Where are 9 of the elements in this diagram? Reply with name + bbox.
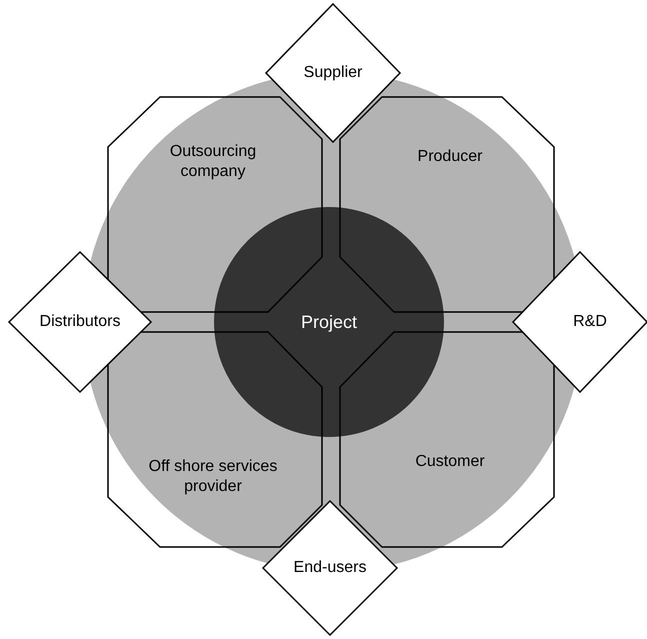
node-label: Project	[300, 312, 358, 332]
node-label: Outsourcing company	[168, 142, 258, 182]
node-label: Off shore services provider	[148, 457, 278, 497]
node-label: R&D	[573, 312, 607, 332]
node-label: Supplier	[304, 63, 362, 83]
node-label: Distributors	[40, 312, 120, 332]
node-label: Customer	[415, 452, 485, 472]
node-label: Producer	[418, 147, 482, 167]
node-label: End-users	[294, 558, 366, 578]
